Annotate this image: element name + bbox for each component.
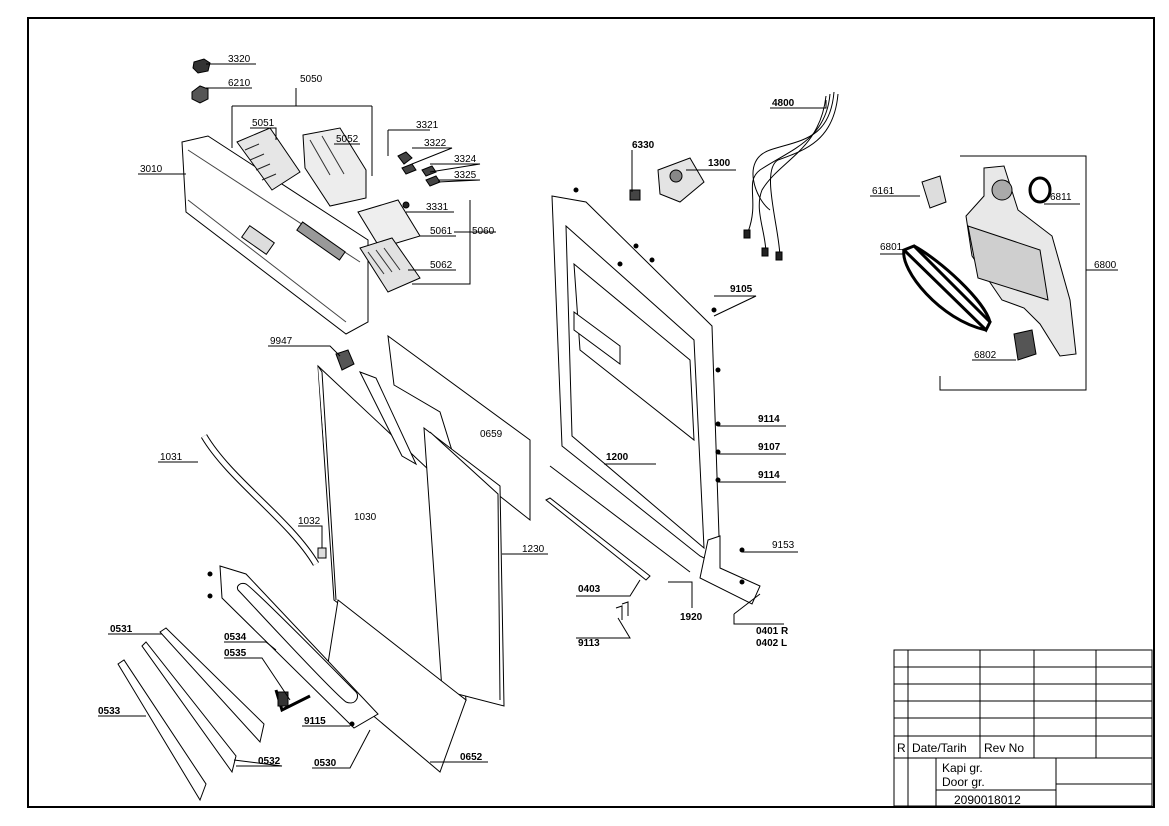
plinth-0532 [141,641,237,774]
label-1030: 1030 [354,512,377,523]
board-0652 [325,599,467,773]
dispenser-group-6800 [901,165,1077,361]
clip-9113 [615,601,629,620]
label-3331: 3331 [426,202,449,213]
clip-3322 [401,163,417,175]
board-5051 [236,127,301,191]
label-5052: 5052 [336,134,359,145]
label-9105: 9105 [730,284,753,295]
label-5050: 5050 [300,74,323,85]
label-3324: 3324 [454,154,477,165]
label-6800: 6800 [1094,260,1117,271]
title-block-title-line2: Door gr. [942,775,985,789]
screw-icon [207,593,213,599]
strip-0403 [545,497,651,581]
label-3010: 3010 [140,164,163,175]
label-5051: 5051 [252,118,275,129]
screw-icon [207,571,213,577]
label-0659: 0659 [480,429,503,440]
part-labels: 3320 6210 5050 5051 5052 3010 3321 3322 … [98,54,1117,769]
label-1300: 1300 [708,158,731,169]
wiring-harness-4800 [743,91,839,261]
label-3321: 3321 [416,120,439,131]
clip-3324 [421,165,437,177]
label-0652: 0652 [460,752,483,763]
plinth-0531 [159,627,265,744]
label-0535: 0535 [224,648,247,659]
switch-6210 [191,85,209,104]
hinge-0401-0402 [699,535,761,605]
clip-3321 [397,151,413,165]
label-1200: 1200 [606,452,629,463]
label-0401-r: 0401 R [756,626,789,637]
plug-1032 [317,547,327,559]
label-3322: 3322 [424,138,447,149]
label-1031: 1031 [160,452,183,463]
bracket-6161 [921,175,947,209]
label-6330: 6330 [632,140,655,151]
label-1032: 1032 [298,516,321,527]
title-block-drawing-number: 2090018012 [954,793,1021,807]
label-9947: 9947 [270,336,293,347]
label-9114-lower: 9114 [758,470,780,481]
screw-icon [349,721,355,727]
label-1920: 1920 [680,612,703,623]
label-9115: 9115 [304,716,326,727]
label-9114-upper: 9114 [758,414,780,425]
label-6811: 6811 [1050,192,1072,203]
label-3320: 3320 [228,54,251,65]
title-block [893,649,1153,807]
title-block-date-header: Date/Tarih [912,741,967,755]
part-9947 [335,349,355,371]
label-5060: 5060 [472,226,495,237]
control-panel-group [181,58,441,335]
control-panel-3010 [181,135,369,335]
label-5061: 5061 [430,226,453,237]
part-6330 [629,189,641,201]
label-0534: 0534 [224,632,247,643]
label-0530: 0530 [314,758,337,769]
label-1230: 1230 [522,544,545,555]
keypad-5062 [359,237,421,293]
knob-3320 [192,58,211,74]
label-9113: 9113 [578,638,600,649]
label-6802: 6802 [974,350,997,361]
title-block-rev-header: Rev No [984,741,1024,755]
inner-door-group [545,157,761,620]
label-4800: 4800 [772,98,795,109]
label-0531: 0531 [110,624,133,635]
plinth-0533 [117,659,207,802]
label-6801: 6801 [880,242,903,253]
door-panels-group [117,334,531,802]
label-9153: 9153 [772,540,795,551]
box-5052 [302,127,367,207]
label-6161: 6161 [872,186,895,197]
label-9107: 9107 [758,442,781,453]
title-block-rev-marker: R [897,741,906,755]
clip-3325 [425,175,441,187]
drawing-frame [27,17,1155,808]
leader-lines [98,63,1118,769]
title-block-title-line1: Kapi gr. [942,761,983,775]
label-0402-l: 0402 L [756,638,787,649]
slot-0534 [237,583,359,704]
valve-6802 [1013,329,1037,361]
label-3325: 3325 [454,170,477,181]
label-5062: 5062 [430,260,453,271]
label-0533: 0533 [98,706,121,717]
label-0403: 0403 [578,584,601,595]
label-0532: 0532 [258,756,281,767]
seal-ring-6811 [1028,176,1052,204]
label-6210: 6210 [228,78,251,89]
